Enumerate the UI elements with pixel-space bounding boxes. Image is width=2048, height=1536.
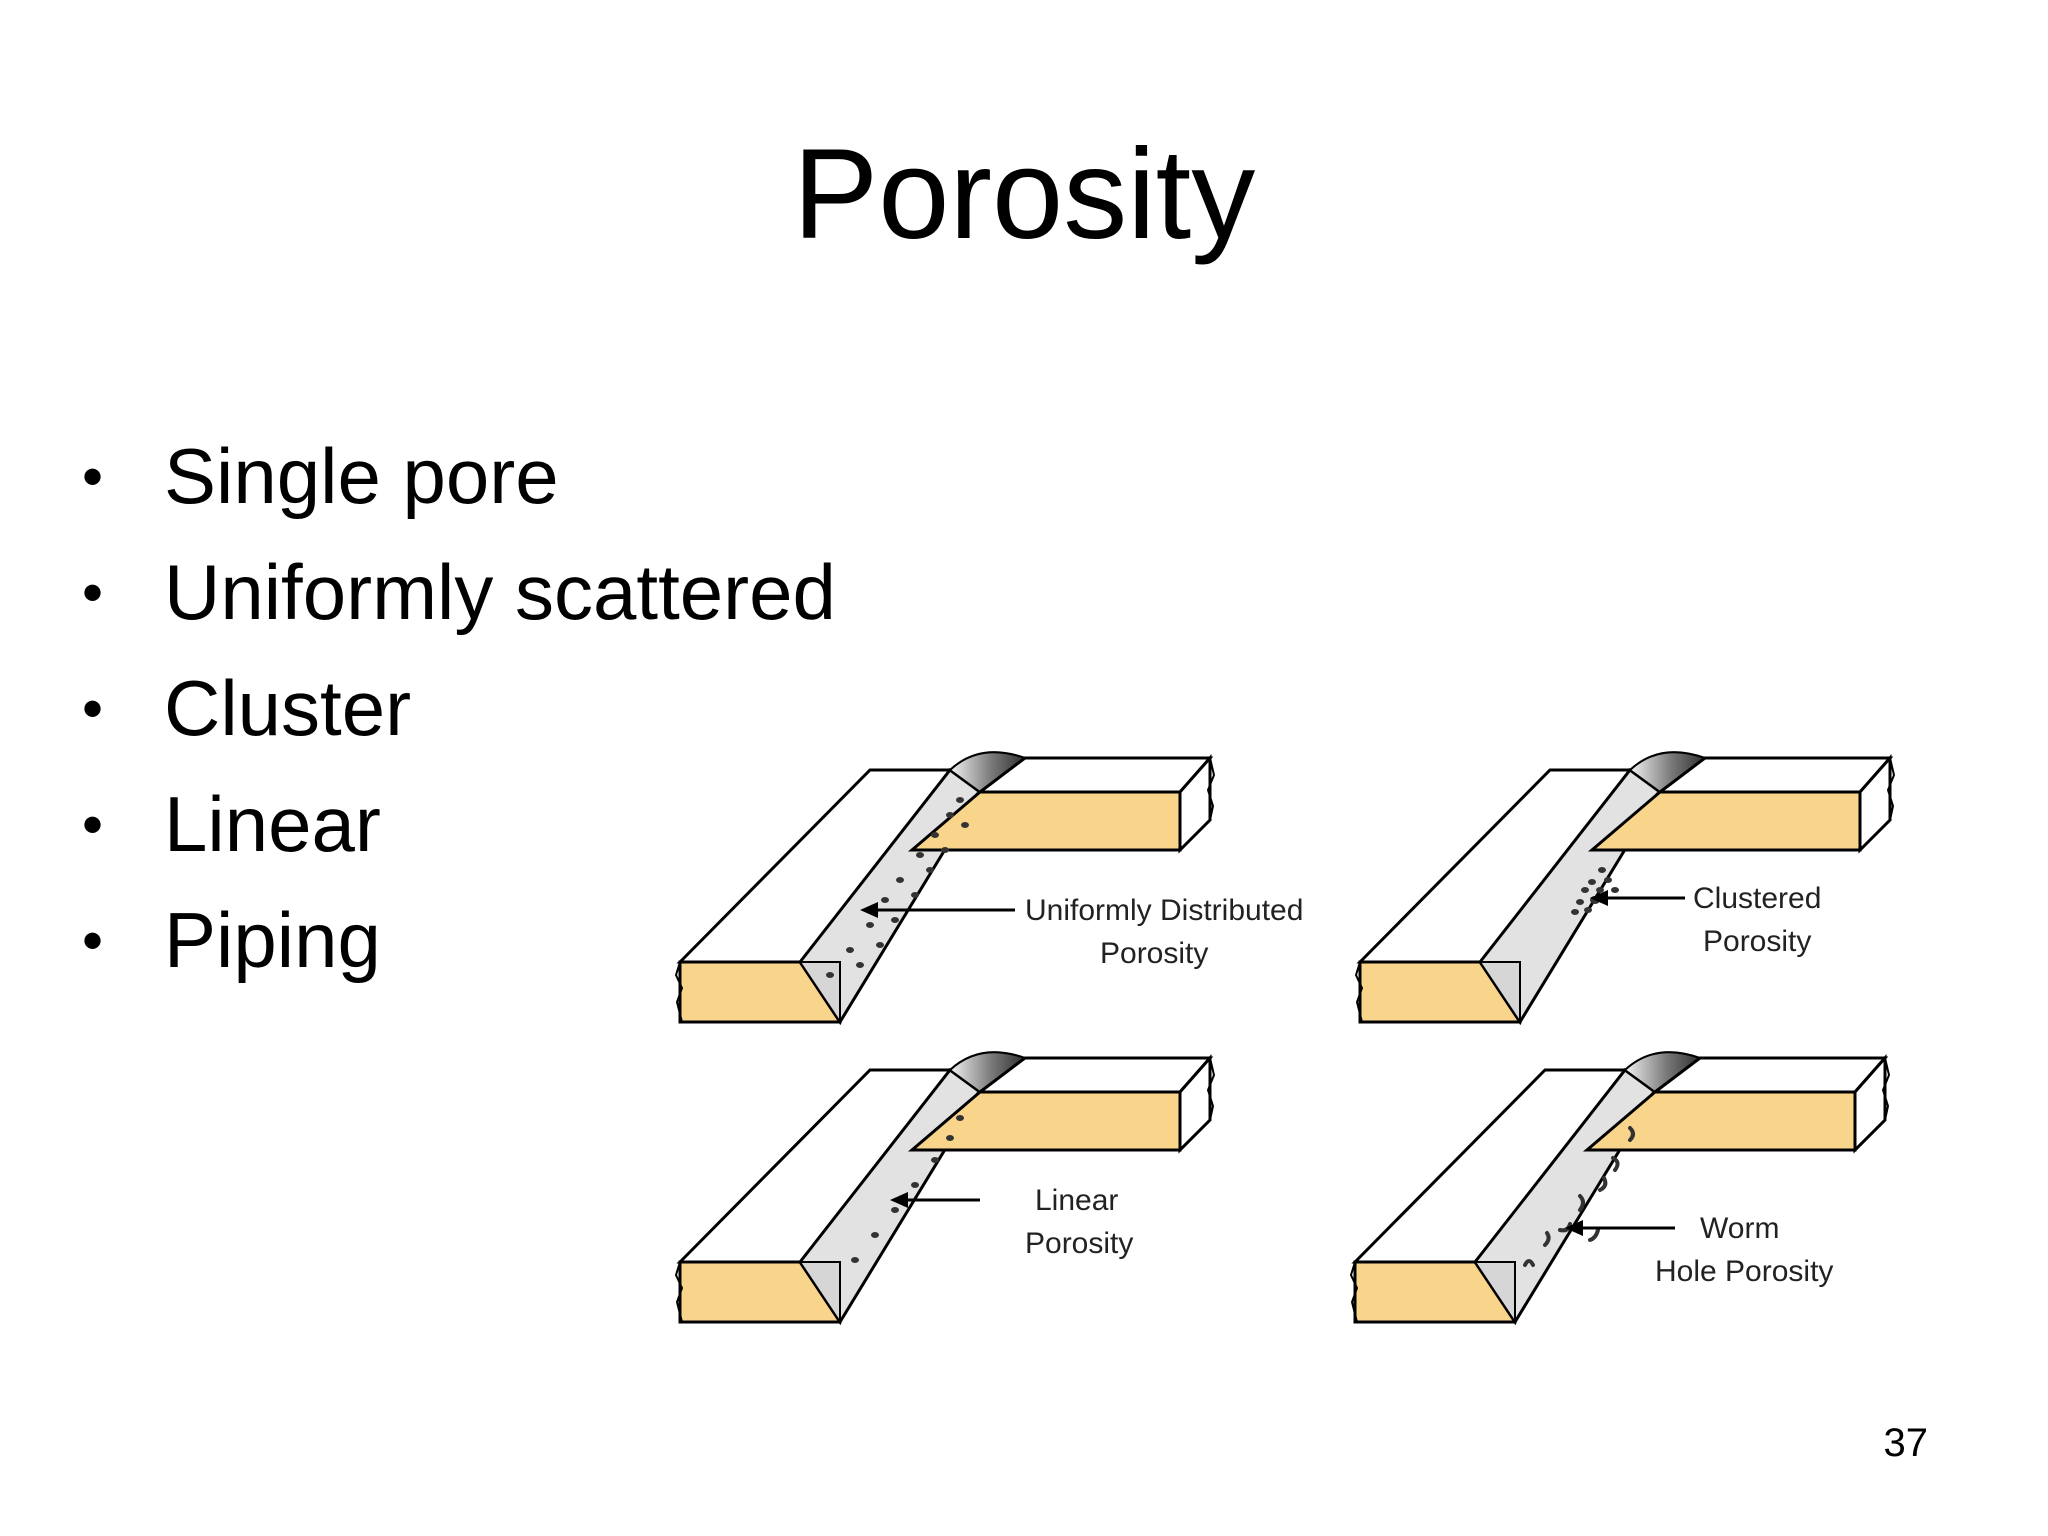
worm-hole-porosity-diagram: Worm Hole Porosity (1349, 1050, 1891, 1324)
porosity-figure: Uniformly Distributed Porosity Clustered… (670, 720, 1930, 1340)
linear-porosity-diagram: Linear Porosity (674, 1050, 1216, 1324)
uniform-label-line1: Uniformly Distributed (1025, 894, 1303, 927)
bullet-item: • Piping (82, 882, 836, 998)
worm-label-line2: Hole Porosity (1655, 1255, 1833, 1288)
clustered-label-line2: Porosity (1703, 925, 1811, 958)
bullet-item: • Cluster (82, 650, 836, 766)
bullet-item: • Single pore (82, 418, 836, 534)
clustered-porosity-diagram: Clustered Porosity (1354, 750, 1896, 1024)
bullet-icon: • (82, 674, 104, 742)
slide-title: Porosity (792, 123, 1256, 266)
bullet-text: Linear (164, 779, 381, 868)
uniform-porosity-diagram: Uniformly Distributed Porosity (674, 750, 1303, 1024)
linear-label-line2: Porosity (1025, 1227, 1133, 1260)
bullet-text: Single pore (164, 431, 559, 520)
bullet-icon: • (82, 790, 104, 858)
bullet-list: • Single pore • Uniformly scattered • Cl… (82, 418, 836, 998)
bullet-icon: • (82, 442, 104, 510)
page-number: 37 (1883, 1421, 1929, 1465)
uniform-label-line2: Porosity (1100, 937, 1208, 970)
bullet-item: • Linear (82, 766, 836, 882)
bullet-item: • Uniformly scattered (82, 534, 836, 650)
bullet-icon: • (82, 906, 104, 974)
bullet-text: Piping (164, 895, 381, 984)
bullet-icon: • (82, 558, 104, 626)
bullet-text: Cluster (164, 663, 412, 752)
worm-label-line1: Worm (1700, 1212, 1779, 1245)
linear-label-line1: Linear (1035, 1184, 1118, 1217)
bullet-text: Uniformly scattered (164, 547, 836, 636)
clustered-label-line1: Clustered (1693, 882, 1821, 915)
